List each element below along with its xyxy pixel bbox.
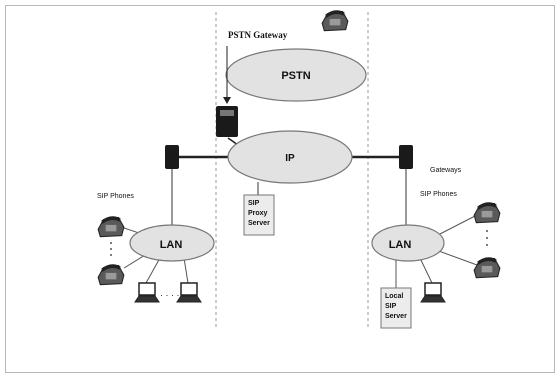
sip-proxy-server-box	[243, 194, 275, 236]
sip-proxy-line1: SIP	[248, 200, 260, 207]
lan-left-label: LAN	[160, 239, 183, 251]
link-lan-laptop-l2	[183, 257, 189, 284]
local-sip-line3: Server	[385, 313, 407, 320]
sip-proxy-line2: Proxy	[248, 210, 268, 217]
sip-phones-left-label: SIP Phones	[97, 193, 134, 200]
ip-cloud	[227, 130, 353, 184]
ip-cloud-label: IP	[285, 153, 295, 164]
link-lan-laptop-l1	[145, 257, 161, 284]
gateways-label: Gateways	[430, 167, 462, 174]
desk-phone-icon-left-2	[97, 263, 125, 286]
laptop-icon-left-2	[176, 282, 202, 303]
desk-phone-icon-right-2	[473, 256, 501, 279]
gateway-device-right	[399, 145, 413, 169]
sip-phones-right-label: SIP Phones	[420, 191, 457, 198]
pstn-gateway-arrowhead	[223, 97, 231, 104]
local-sip-line1: Local	[385, 293, 403, 300]
desk-phone-icon-left-1	[97, 215, 125, 238]
pstn-cloud	[225, 48, 367, 102]
ellipsis-horizontal: · · · ·	[160, 290, 180, 300]
lan-cloud-left	[129, 224, 215, 262]
ellipsis-vertical-left	[110, 242, 112, 256]
lan-right-label: LAN	[389, 239, 412, 251]
link-lan-phone-r2	[435, 249, 478, 266]
laptop-icon-right	[420, 282, 446, 303]
local-sip-line2: SIP	[385, 303, 397, 310]
pstn-cloud-label: PSTN	[281, 70, 310, 82]
pstn-gateway-detail	[220, 110, 234, 116]
link-lan-phone-r1	[435, 214, 478, 237]
local-sip-server-box	[380, 287, 412, 329]
lan-cloud-right	[371, 224, 445, 262]
desk-phone-icon-pstn	[321, 9, 349, 32]
gateway-device-left	[165, 145, 179, 169]
laptop-icon-left-1	[134, 282, 160, 303]
desk-phone-icon-right-1	[473, 201, 501, 224]
ellipsis-vertical-right	[486, 230, 488, 246]
sip-proxy-line3: Server	[248, 220, 270, 227]
link-lan-laptop-r	[419, 257, 433, 284]
pstn-gateway-label: PSTN Gateway	[228, 30, 288, 40]
